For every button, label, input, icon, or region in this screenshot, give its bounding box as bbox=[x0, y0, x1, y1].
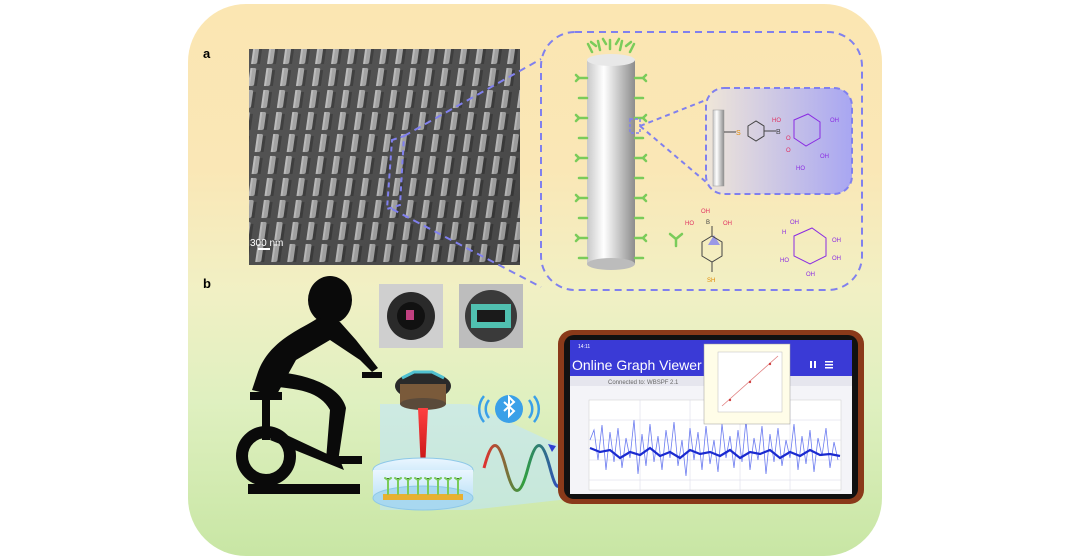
legend-ho: HO bbox=[685, 221, 694, 227]
ho-label-1: HO bbox=[772, 118, 781, 124]
zoom-connectors bbox=[391, 31, 863, 291]
oh-label-2: OH bbox=[820, 154, 829, 160]
glucose-oh-4: OH bbox=[806, 272, 815, 278]
panel-label-a: a bbox=[203, 46, 211, 61]
legend-oh-top: OH bbox=[701, 209, 710, 215]
boron-legend-label: B bbox=[706, 220, 710, 226]
legend-sh: SH bbox=[707, 278, 715, 284]
scale-label: 300 nm bbox=[250, 238, 283, 249]
chemical-legend: B OH HO OH SH H OH OH OH HO OH bbox=[668, 209, 841, 284]
glucose-symbol bbox=[708, 235, 720, 245]
glucose-ch2: H bbox=[782, 230, 786, 236]
device-photos bbox=[379, 284, 523, 348]
cyclist-silhouette bbox=[236, 276, 382, 494]
app-title: Online Graph Viewer V10 bbox=[572, 357, 731, 373]
molecular-zoom: S B HO OH OH HO O O bbox=[705, 87, 853, 195]
nanopillar-cylinder bbox=[574, 37, 707, 270]
o-label-2: O bbox=[786, 148, 791, 154]
bluetooth-icon bbox=[477, 394, 541, 423]
pause-icon[interactable] bbox=[810, 361, 816, 368]
ho-label-2: HO bbox=[796, 166, 805, 172]
scale-bar bbox=[258, 248, 270, 250]
smartphone: 14:11 Online Graph Viewer V10 Connected … bbox=[558, 330, 864, 504]
signal-wave bbox=[482, 444, 566, 492]
glucose-oh-2: OH bbox=[832, 238, 841, 244]
glucose-oh-1: OH bbox=[790, 220, 799, 226]
sem-image: 300 nm bbox=[249, 49, 520, 265]
legend-oh-right: OH bbox=[723, 221, 732, 227]
filtered-signal bbox=[589, 446, 841, 460]
connection-status: Connected to: WBSPF 2.1 bbox=[608, 380, 679, 386]
menu-icon[interactable] bbox=[825, 361, 833, 369]
status-time: 14:11 bbox=[578, 344, 590, 350]
sem-zoom-box bbox=[385, 134, 406, 211]
thiol-s-label: S bbox=[736, 130, 741, 137]
glucose-oh-3: OH bbox=[832, 256, 841, 262]
calibration-inset bbox=[703, 343, 791, 425]
panel-label-b: b bbox=[203, 276, 211, 291]
linker-molecules bbox=[574, 37, 648, 260]
o-label-1: O bbox=[786, 136, 791, 142]
oh-label-1: OH bbox=[830, 118, 839, 124]
sensor-setup bbox=[372, 370, 596, 511]
glucose-ho: HO bbox=[780, 258, 789, 264]
linker-symbol bbox=[668, 232, 684, 248]
boron-label: B bbox=[776, 129, 781, 136]
